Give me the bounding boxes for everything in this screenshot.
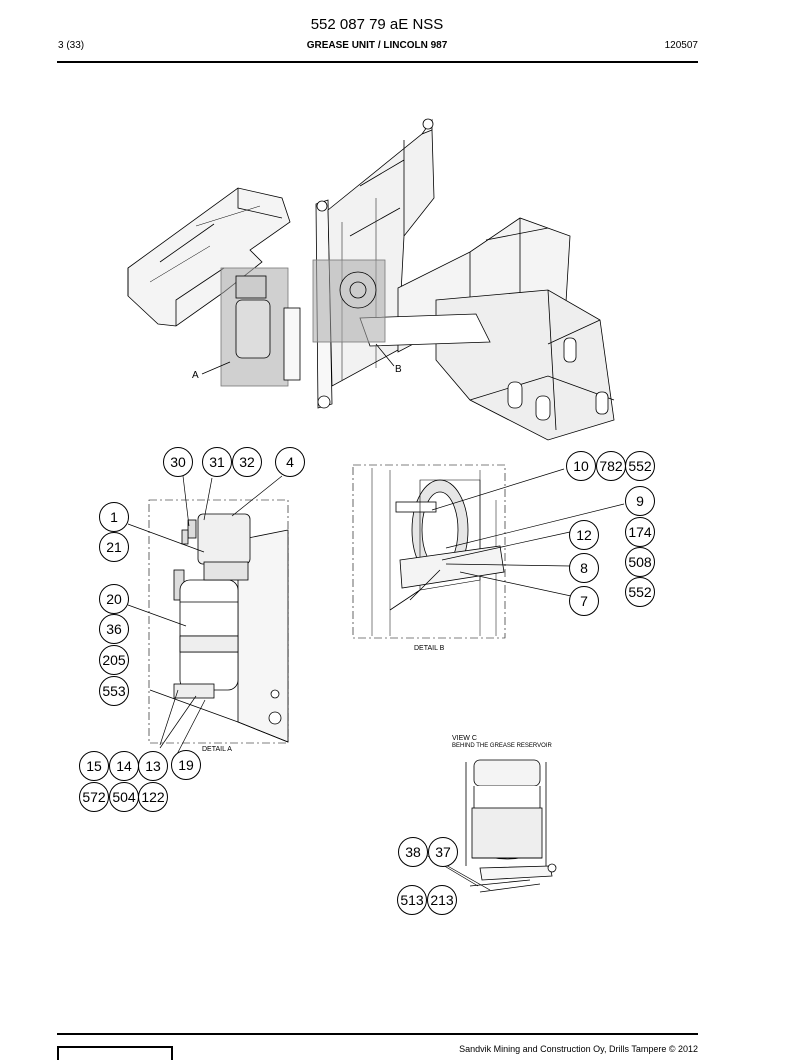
detail-a — [148, 499, 289, 744]
callout-504: 504 — [109, 782, 139, 812]
footer-rule — [57, 1033, 698, 1035]
callout-8: 8 — [569, 553, 599, 583]
marker-b: B — [395, 364, 402, 375]
callout-7: 7 — [569, 586, 599, 616]
callout-32: 32 — [232, 447, 262, 477]
detail-b-label: DETAIL B — [414, 645, 445, 652]
callout-20: 20 — [99, 584, 129, 614]
callout-572: 572 — [79, 782, 109, 812]
detail-b — [352, 464, 506, 639]
callout-1: 1 — [99, 502, 129, 532]
callout-9: 9 — [625, 486, 655, 516]
callout-552-b: 552 — [625, 577, 655, 607]
callout-122: 122 — [138, 782, 168, 812]
callout-12: 12 — [569, 520, 599, 550]
callout-213: 213 — [427, 885, 457, 915]
marker-a: A — [192, 370, 199, 381]
callout-782: 782 — [596, 451, 626, 481]
callout-13: 13 — [138, 751, 168, 781]
callout-37: 37 — [428, 837, 458, 867]
callout-513: 513 — [397, 885, 427, 915]
callout-4: 4 — [275, 447, 305, 477]
overview-assembly — [127, 118, 615, 441]
callout-552-a: 552 — [625, 451, 655, 481]
callout-15: 15 — [79, 751, 109, 781]
callout-36: 36 — [99, 614, 129, 644]
view-c-title: VIEW C — [452, 735, 477, 742]
callout-205: 205 — [99, 645, 129, 675]
callout-508: 508 — [625, 547, 655, 577]
callout-174: 174 — [625, 517, 655, 547]
view-c — [462, 759, 557, 893]
detail-a-label: DETAIL A — [202, 746, 232, 753]
callout-14: 14 — [109, 751, 139, 781]
callout-21: 21 — [99, 532, 129, 562]
callout-30: 30 — [163, 447, 193, 477]
document-date: 120507 — [664, 40, 698, 51]
callout-38: 38 — [398, 837, 428, 867]
callout-553: 553 — [99, 676, 129, 706]
callout-31: 31 — [202, 447, 232, 477]
page-number: 3 (33) — [58, 40, 85, 51]
document-number: 552 087 79 aE NSS — [310, 16, 444, 33]
view-c-subtitle: BEHIND THE GREASE RESERVOIR — [452, 743, 552, 749]
callout-10: 10 — [566, 451, 596, 481]
page-title: GREASE UNIT / LINCOLN 987 — [306, 40, 448, 51]
footer-copyright: Sandvik Mining and Construction Oy, Dril… — [459, 1044, 698, 1054]
callout-19: 19 — [171, 750, 201, 780]
header-rule — [57, 61, 698, 63]
company-logo — [57, 1046, 173, 1060]
